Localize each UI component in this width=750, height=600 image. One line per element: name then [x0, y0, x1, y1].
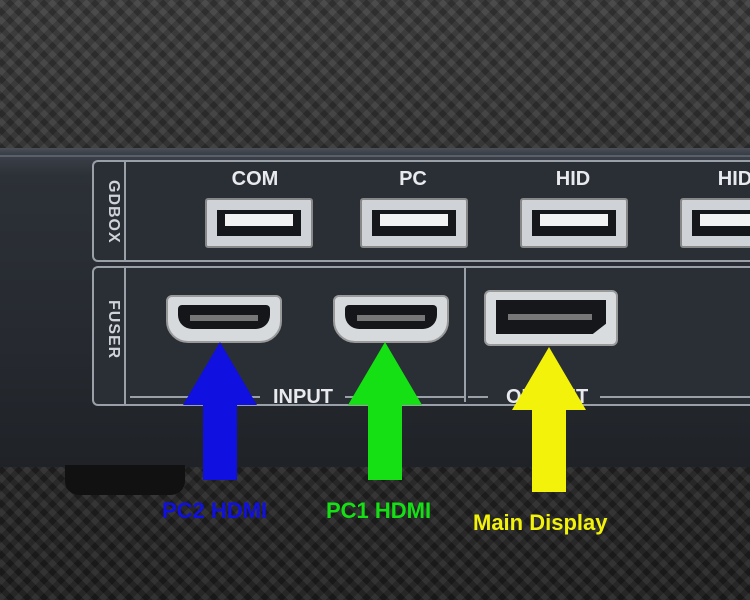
gdbox-label: GDBOX [105, 180, 122, 244]
device-foot [65, 465, 185, 495]
usb-port-hid-2 [680, 198, 750, 248]
device-top-edge [0, 148, 750, 158]
gdbox-divider [124, 160, 126, 260]
fuser-divider [124, 266, 126, 404]
usb-label-pc: PC [399, 168, 427, 190]
displayport-output [484, 290, 618, 346]
hdmi-port-pc1 [333, 295, 449, 343]
output-line-left [468, 396, 488, 398]
usb-port-pc [360, 198, 468, 248]
usb-port-com [205, 198, 313, 248]
arrow-main-display [512, 347, 586, 492]
arrow-pc2 [183, 342, 257, 480]
usb-label-hid-1: HID [555, 168, 591, 190]
output-line-right [600, 396, 750, 398]
usb-port-hid-1 [520, 198, 628, 248]
fuser-label: FUSER [105, 300, 122, 360]
caption-pc2-hdmi: PC2 HDMI [162, 498, 268, 523]
caption-pc1-hdmi: PC1 HDMI [326, 498, 432, 523]
input-output-divider [464, 268, 466, 402]
hdmi-port-pc2 [166, 295, 282, 343]
input-section-label: INPUT [273, 386, 333, 408]
usb-label-com: COM [231, 168, 279, 190]
arrow-pc1 [348, 342, 422, 480]
usb-label-hid-2: HID [717, 168, 750, 190]
caption-main-display: Main Display [473, 510, 608, 535]
